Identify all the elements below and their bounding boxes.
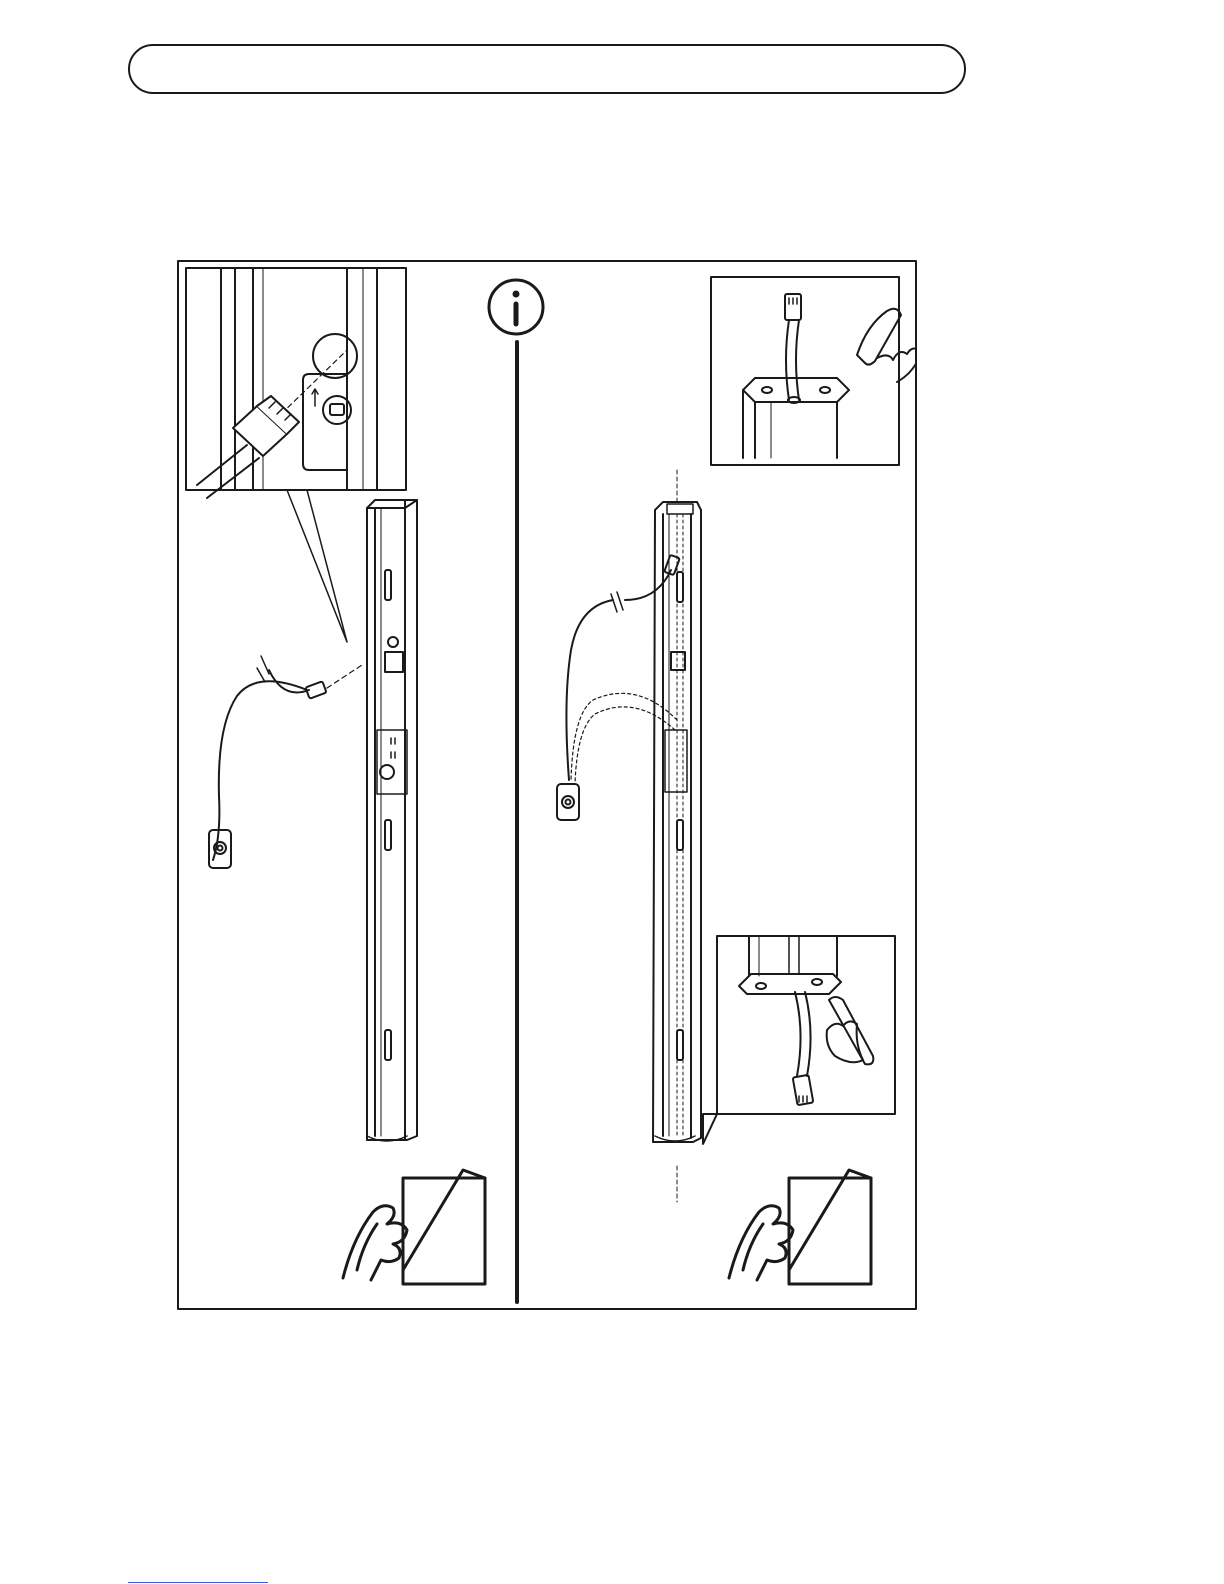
connector-detail-zoom xyxy=(186,268,406,498)
footer-link-underline[interactable] xyxy=(128,1582,268,1583)
header-title-bar xyxy=(128,44,966,94)
camera-module-icon xyxy=(209,830,231,868)
cable-bottom-detail xyxy=(703,936,895,1144)
hand-pointing-icon xyxy=(827,997,874,1064)
camera-module-icon xyxy=(557,784,579,820)
page-turn-icon xyxy=(729,1170,871,1284)
right-camera-cable xyxy=(557,555,680,820)
page-turn-icon xyxy=(343,1170,485,1284)
left-profile-rail xyxy=(367,500,417,1141)
hand-pointing-icon xyxy=(857,309,917,382)
right-profile-rail xyxy=(653,470,701,1202)
instruction-frame xyxy=(177,260,917,1310)
left-camera-cable xyxy=(209,656,362,868)
info-icon xyxy=(489,280,543,334)
cable-top-detail xyxy=(711,277,917,465)
